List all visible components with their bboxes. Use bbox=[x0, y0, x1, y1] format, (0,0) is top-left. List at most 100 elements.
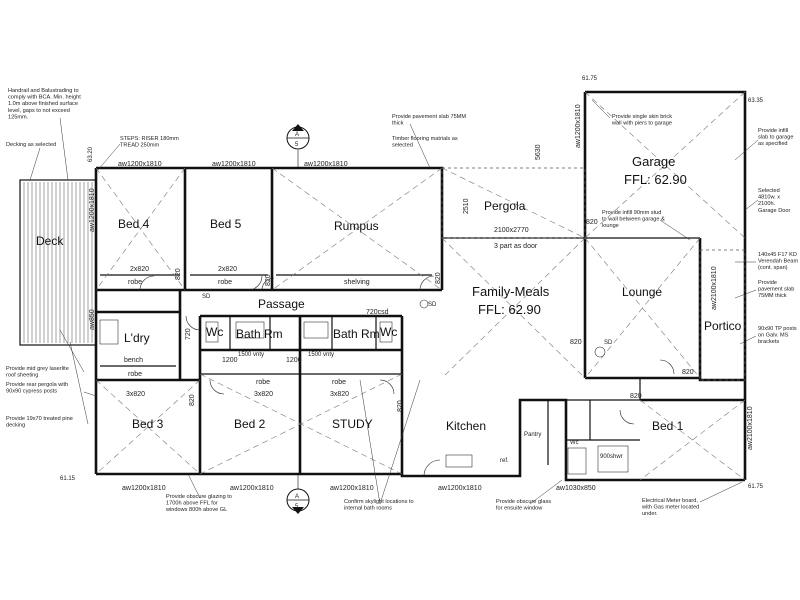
note-decking: Decking as selected bbox=[6, 142, 56, 148]
dim-label: 1200 bbox=[286, 357, 302, 364]
smoke-detector-label: SD bbox=[604, 340, 613, 346]
dim-label: 2100x2770 bbox=[494, 227, 529, 234]
room-bath-1: Bath Rm bbox=[236, 327, 283, 341]
section-marker-bottom: A 5 bbox=[286, 474, 310, 514]
room-laundry: L'dry bbox=[124, 331, 150, 345]
shower-label: 900shwr bbox=[600, 454, 623, 460]
dim-label: 820 bbox=[265, 274, 272, 286]
smoke-detector-label: SD bbox=[428, 302, 437, 308]
pergola-outline bbox=[441, 167, 586, 239]
level-mark: 61.75 bbox=[748, 484, 764, 490]
window-label: aw1200x1810 bbox=[230, 485, 274, 492]
room-bed3: Bed 3 bbox=[132, 417, 164, 431]
dim-label: 820 bbox=[397, 400, 404, 412]
svg-text:5: 5 bbox=[295, 504, 299, 510]
room-bed5: Bed 5 bbox=[210, 217, 242, 231]
room-passage: Passage bbox=[258, 297, 305, 311]
window-label: aw1200x1810 bbox=[122, 485, 166, 492]
window-label: aw1200x1810 bbox=[118, 161, 162, 168]
room-bed1: Bed 1 bbox=[652, 419, 684, 433]
dim-label: 3x820 bbox=[126, 391, 145, 398]
fridge-label: ref. bbox=[500, 458, 509, 464]
bench-label: bench bbox=[124, 357, 143, 364]
room-deck: Deck bbox=[36, 234, 64, 248]
level-mark: 63.35 bbox=[748, 98, 764, 104]
dim-label: 820 bbox=[175, 268, 182, 280]
dim-label: 820 bbox=[630, 393, 642, 400]
room-garage-ffl: FFL: 62.90 bbox=[624, 172, 687, 187]
room-bath-2: Bath Rm bbox=[333, 327, 380, 341]
room-garage: Garage bbox=[632, 154, 675, 169]
dim-label: 1200 bbox=[222, 357, 238, 364]
room-lounge: Lounge bbox=[622, 285, 662, 299]
window-label: aw1200x1810 bbox=[438, 485, 482, 492]
window-label: aw1200x1810 bbox=[575, 104, 582, 148]
dim-label: 820 bbox=[435, 272, 442, 284]
level-mark: 61.75 bbox=[582, 76, 598, 82]
dim-label: 820 bbox=[586, 219, 598, 226]
roof-diagonals bbox=[95, 91, 746, 481]
room-wc-2: Wc bbox=[380, 325, 397, 339]
dim-label: 820 bbox=[570, 339, 582, 346]
window-label: aw2100x1810 bbox=[747, 406, 754, 450]
room-pantry: Pantry bbox=[524, 432, 541, 438]
portico-outline bbox=[699, 249, 746, 381]
dim-label: 3x820 bbox=[330, 391, 349, 398]
note-meter-board: Electrical Meter board,with Gas meter lo… bbox=[641, 498, 699, 517]
window-label: aw1200x1810 bbox=[89, 188, 96, 232]
shelving-label: shelving bbox=[344, 279, 370, 286]
dim-label: 820 bbox=[189, 394, 196, 406]
deck: Deck bbox=[19, 179, 97, 346]
robe-label: robe bbox=[128, 279, 142, 286]
dim-label: 2x820 bbox=[130, 266, 149, 273]
door-swings bbox=[139, 275, 675, 477]
room-rumpus: Rumpus bbox=[334, 219, 379, 233]
level-mark: 61.15 bbox=[60, 476, 76, 482]
dim-label: 720csd bbox=[366, 309, 389, 316]
svg-text:5: 5 bbox=[295, 142, 299, 148]
svg-text:A: A bbox=[295, 132, 299, 138]
vanity-label: 1500 vnty bbox=[308, 352, 334, 358]
dim-label: 3 part as door bbox=[494, 243, 538, 250]
fixtures bbox=[99, 299, 629, 475]
dim-label: 820 bbox=[682, 369, 694, 376]
level-mark: 63.20 bbox=[88, 146, 94, 162]
interior-walls bbox=[96, 168, 745, 474]
room-family-meals: Family-Meals bbox=[472, 284, 550, 299]
room-kitchen: Kitchen bbox=[446, 419, 486, 433]
dim-label: 720 bbox=[185, 328, 192, 340]
room-bed2: Bed 2 bbox=[234, 417, 266, 431]
robe-label: robe bbox=[218, 279, 232, 286]
room-study: STUDY bbox=[332, 417, 373, 431]
window-label: aw1200x1810 bbox=[212, 161, 256, 168]
dim-label: 2510 bbox=[463, 198, 470, 214]
leader-lines bbox=[29, 99, 759, 505]
room-wc-1: Wc bbox=[206, 325, 223, 339]
robe-label: robe bbox=[256, 379, 270, 386]
deck-boards bbox=[23, 182, 93, 343]
vanity-label: 1500 vnty bbox=[238, 352, 264, 358]
room-family-ffl: FFL: 62.90 bbox=[478, 302, 541, 317]
window-label: aw2100x1810 bbox=[711, 266, 718, 310]
svg-text:A: A bbox=[295, 494, 299, 500]
room-bed4: Bed 4 bbox=[118, 217, 150, 231]
window-label: aw1200x1810 bbox=[304, 161, 348, 168]
